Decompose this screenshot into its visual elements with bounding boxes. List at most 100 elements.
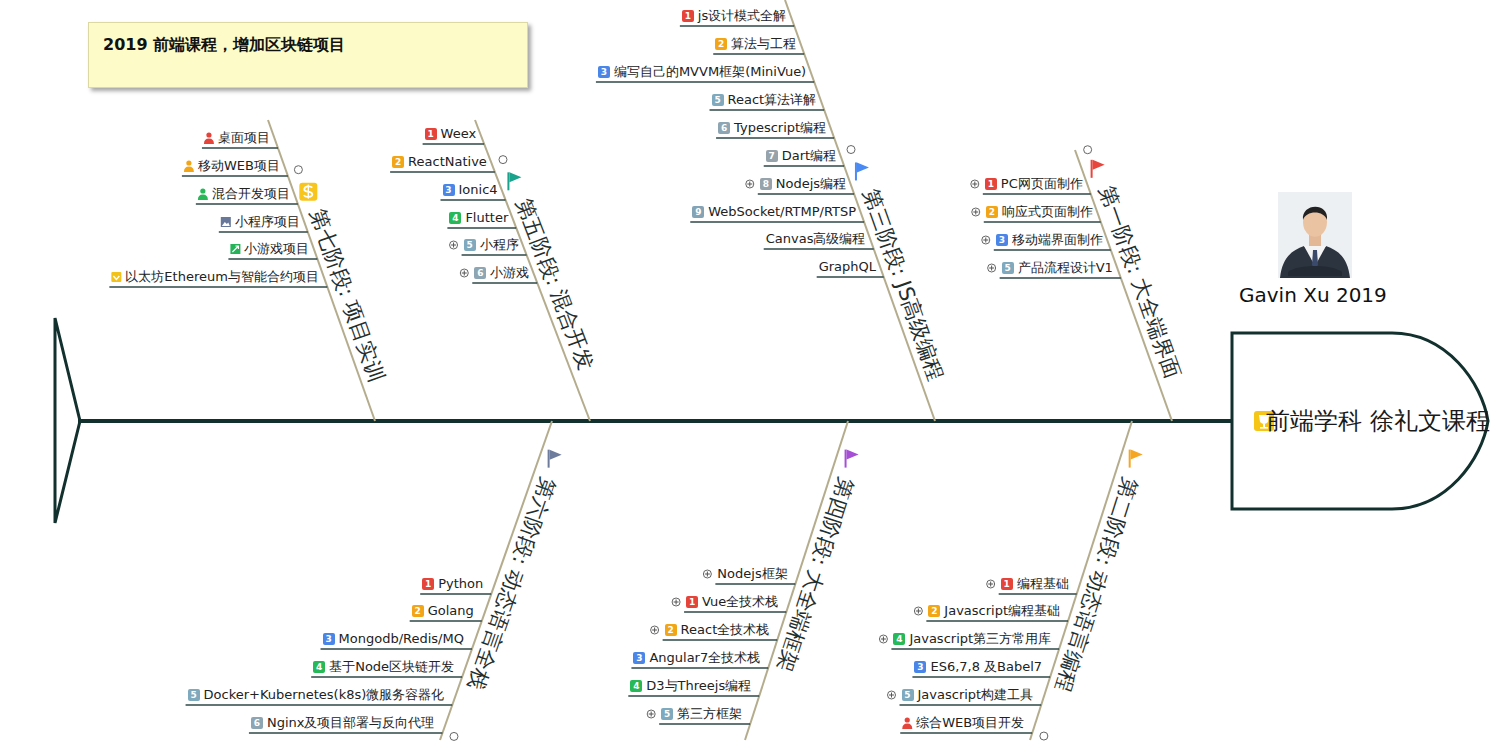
topic-text: 移动WEB项目: [198, 158, 280, 174]
topic-underline: [713, 53, 804, 54]
topic-text: Vue全技术栈: [702, 594, 778, 610]
expand-mark: [988, 264, 996, 272]
topic-text: 桌面项目: [218, 130, 270, 146]
topic-underline: [311, 676, 462, 677]
topic-text: Javascript构建工具: [918, 687, 1034, 703]
expand-mark: [460, 269, 468, 277]
topic-underline: [410, 620, 482, 621]
person-icon: [184, 160, 194, 172]
topic-text: Nginx及项目部署与反向代理: [267, 715, 435, 731]
priority-badge: 8: [760, 178, 772, 190]
topic-text: Javascript第三方常用库: [909, 631, 1051, 647]
topic-text: D3与Threejs编程: [646, 678, 751, 694]
expand-mark: [888, 691, 896, 699]
priority-badge: 2: [665, 624, 677, 636]
topic-text: Python: [438, 576, 483, 592]
topic-item: 4Javascript第三方常用库: [893, 631, 1051, 647]
topic-underline: [900, 704, 1042, 705]
priority-badge: 3: [323, 633, 335, 645]
flag-icon: [549, 450, 562, 468]
expand-mark: [450, 241, 458, 249]
decorations: [109, 26, 1142, 740]
topic-text: Nodejs编程: [776, 176, 846, 192]
eth-icon: [111, 272, 121, 282]
topic-text: 小游戏项目: [244, 241, 309, 257]
topic-underline: [999, 593, 1077, 594]
priority-badge: 2: [715, 38, 727, 50]
topic-text: 以太坊Ethereum与智能合约项目: [125, 269, 319, 285]
flag-icon: [1092, 160, 1105, 178]
topic-underline: [659, 723, 750, 724]
topic-item: 1PC网页面制作: [985, 176, 1083, 192]
topic-text: 基于Node区块链开发: [329, 659, 454, 675]
portrait-photo: [1278, 192, 1352, 278]
topic-text: 移动端界面制作: [1012, 232, 1103, 248]
fish-spine: [78, 419, 1234, 423]
priority-badge: 2: [392, 156, 404, 168]
topic-text: GraphQL: [819, 259, 876, 275]
topic-text: Weex: [441, 126, 477, 142]
topic-item: 3Angular7全技术栈: [633, 650, 760, 666]
priority-badge: 4: [449, 212, 461, 224]
topic-underline: [994, 249, 1111, 250]
expand-mark: [982, 236, 990, 244]
topic-underline: [196, 203, 298, 204]
topic-text: ES6,7,8 及Babel7: [930, 659, 1042, 675]
priority-badge: 4: [630, 680, 642, 692]
topic-underline: [182, 175, 288, 176]
dollar-icon: [299, 183, 317, 201]
topic-underline: [219, 231, 308, 232]
flag-icon: [846, 450, 859, 468]
topic-underline: [472, 282, 537, 283]
collapse-mark: [847, 146, 855, 154]
stage-label: 第五阶段: 混合开发: [510, 195, 599, 374]
collapse-mark: [294, 166, 302, 174]
topic-underline: [249, 732, 443, 733]
expand-mark: [746, 180, 754, 188]
topic-text: 小程序项目: [235, 214, 300, 230]
stage-label: 第一阶段: 大全端界面: [1093, 183, 1186, 383]
topic-underline: [186, 704, 453, 705]
expand-mark: [879, 635, 887, 643]
topic-underline: [631, 667, 768, 668]
topic-item: 6Nginx及项目部署与反向代理: [251, 715, 435, 731]
topic-underline: [716, 137, 834, 138]
topic-text: ReactNative: [408, 154, 487, 170]
priority-badge: 1: [686, 596, 698, 608]
flag-icon: [1130, 450, 1143, 468]
expand-mark: [672, 598, 680, 606]
collapse-mark: [1084, 146, 1092, 154]
priority-badge: 7: [766, 150, 778, 162]
topic-underline: [900, 732, 1032, 733]
topic-item: 2Javascript编程基础: [928, 603, 1060, 619]
topic-underline: [202, 147, 278, 148]
topic-underline: [1000, 277, 1121, 278]
priority-badge: 3: [443, 184, 455, 196]
fish-bone: [475, 120, 590, 421]
priority-badge: 4: [313, 661, 325, 673]
topic-underline: [817, 276, 884, 277]
expand-mark: [703, 570, 711, 578]
topic-item: 3ES6,7,8 及Babel7: [914, 659, 1042, 675]
fish-tail: [55, 318, 80, 523]
fish-bone: [1075, 150, 1172, 421]
priority-badge: 3: [996, 234, 1008, 246]
title-text: 2019 前端课程，增加区块链项目: [103, 35, 345, 54]
pic-icon: [221, 217, 231, 227]
topic-underline: [758, 193, 854, 194]
topic-text: Dart编程: [782, 148, 836, 164]
topic-text: Canvas高级编程: [766, 231, 866, 247]
topic-item: 5第三方框架: [661, 706, 742, 722]
topic-underline: [462, 254, 527, 255]
topic-underline: [983, 193, 1091, 194]
topic-item: 3Ionic4: [443, 182, 498, 198]
collapse-mark: [499, 156, 507, 164]
topic-text: Angular7全技术栈: [649, 650, 760, 666]
topic-text: Nodejs框架: [717, 566, 787, 582]
topic-item: 2响应式页面制作: [986, 204, 1093, 220]
flag-icon: [508, 172, 521, 190]
topic-text: 综合WEB项目开发: [916, 715, 1024, 731]
topic-underline: [912, 676, 1050, 677]
topic-underline: [764, 248, 874, 249]
topic-text: Typescript编程: [734, 120, 826, 136]
